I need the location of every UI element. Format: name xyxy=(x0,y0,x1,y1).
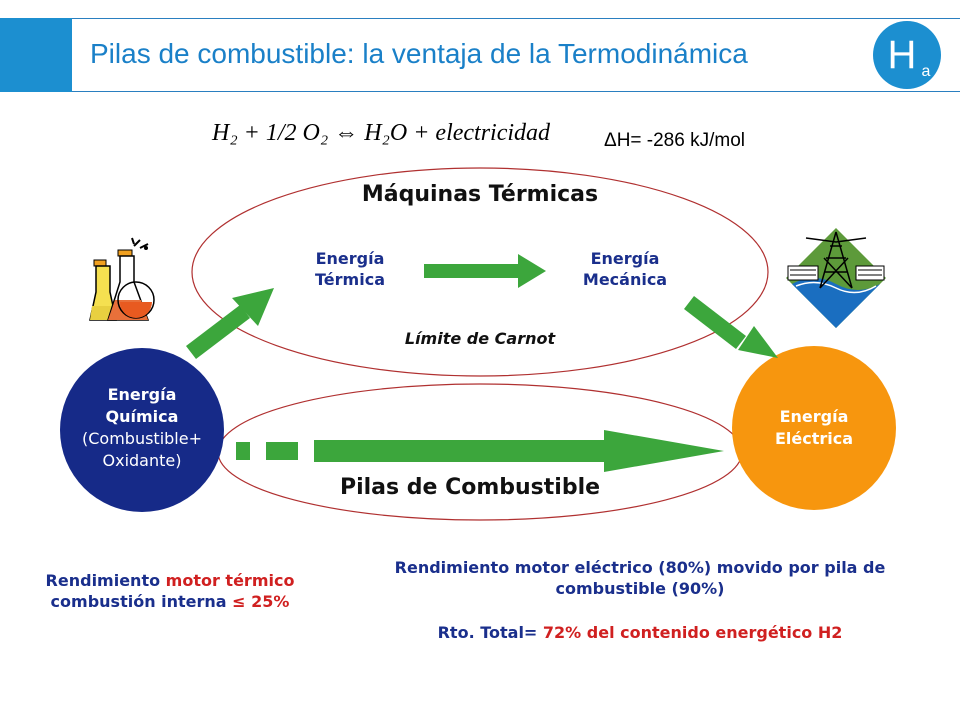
electric-efficiency-note: Rendimiento motor eléctrico (80%) movido… xyxy=(350,557,930,599)
fuel-cells-title: Pilas de Combustible xyxy=(320,475,620,500)
thermal-efficiency-value: ≤ 25% xyxy=(232,592,289,611)
carnot-limit-label: Límite de Carnot xyxy=(380,329,580,348)
total-efficiency-value: 72% del contenido energético H2 xyxy=(543,623,842,642)
mechanical-energy-label-line1: Energía xyxy=(565,248,685,269)
thermal-machines-title: Máquinas Térmicas xyxy=(330,182,630,207)
thermal-efficiency-line2: combustión interna ≤ 25% xyxy=(20,591,320,612)
thermal-efficiency-note: Rendimiento motor térmico combustión int… xyxy=(20,570,320,612)
chemical-energy-label-line3: (Combustible+ xyxy=(62,428,222,450)
thermal-energy-label-line2: Térmica xyxy=(290,269,410,290)
thermal-efficiency-engine: motor térmico xyxy=(166,571,295,590)
mechanical-energy-label: Energía Mecánica xyxy=(565,248,685,290)
electric-energy-label: Energía Eléctrica xyxy=(734,406,894,450)
total-efficiency-note: Rto. Total= 72% del contenido energético… xyxy=(350,622,930,643)
thermal-efficiency-prefix: Rendimiento xyxy=(46,571,166,590)
chemical-energy-label: Energía Química (Combustible+ Oxidante) xyxy=(62,384,222,472)
arrow-chemical-to-electric xyxy=(236,430,724,472)
arrow-thermal-to-mechanical xyxy=(424,254,546,288)
chemical-energy-label-line1: Energía xyxy=(62,384,222,406)
mechanical-energy-label-line2: Mecánica xyxy=(565,269,685,290)
total-efficiency-prefix: Rto. Total= xyxy=(438,623,543,642)
thermal-efficiency-line1: Rendimiento motor térmico xyxy=(20,570,320,591)
chemistry-flask-icon xyxy=(90,238,154,320)
thermal-energy-label-line1: Energía xyxy=(290,248,410,269)
thermal-energy-label: Energía Térmica xyxy=(290,248,410,290)
power-plant-icon xyxy=(786,228,886,328)
electric-efficiency-line2: combustible (90%) xyxy=(350,578,930,599)
electric-energy-label-line1: Energía xyxy=(734,406,894,428)
electric-efficiency-line1: Rendimiento motor eléctrico (80%) movido… xyxy=(350,557,930,578)
electric-energy-label-line2: Eléctrica xyxy=(734,428,894,450)
chemical-energy-label-line4: Oxidante) xyxy=(62,450,222,472)
thermal-efficiency-combustion: combustión interna xyxy=(51,592,233,611)
arrow-chemical-to-thermal xyxy=(186,288,274,359)
arrow-mechanical-to-electric xyxy=(684,296,778,358)
chemical-energy-label-line2: Química xyxy=(62,406,222,428)
